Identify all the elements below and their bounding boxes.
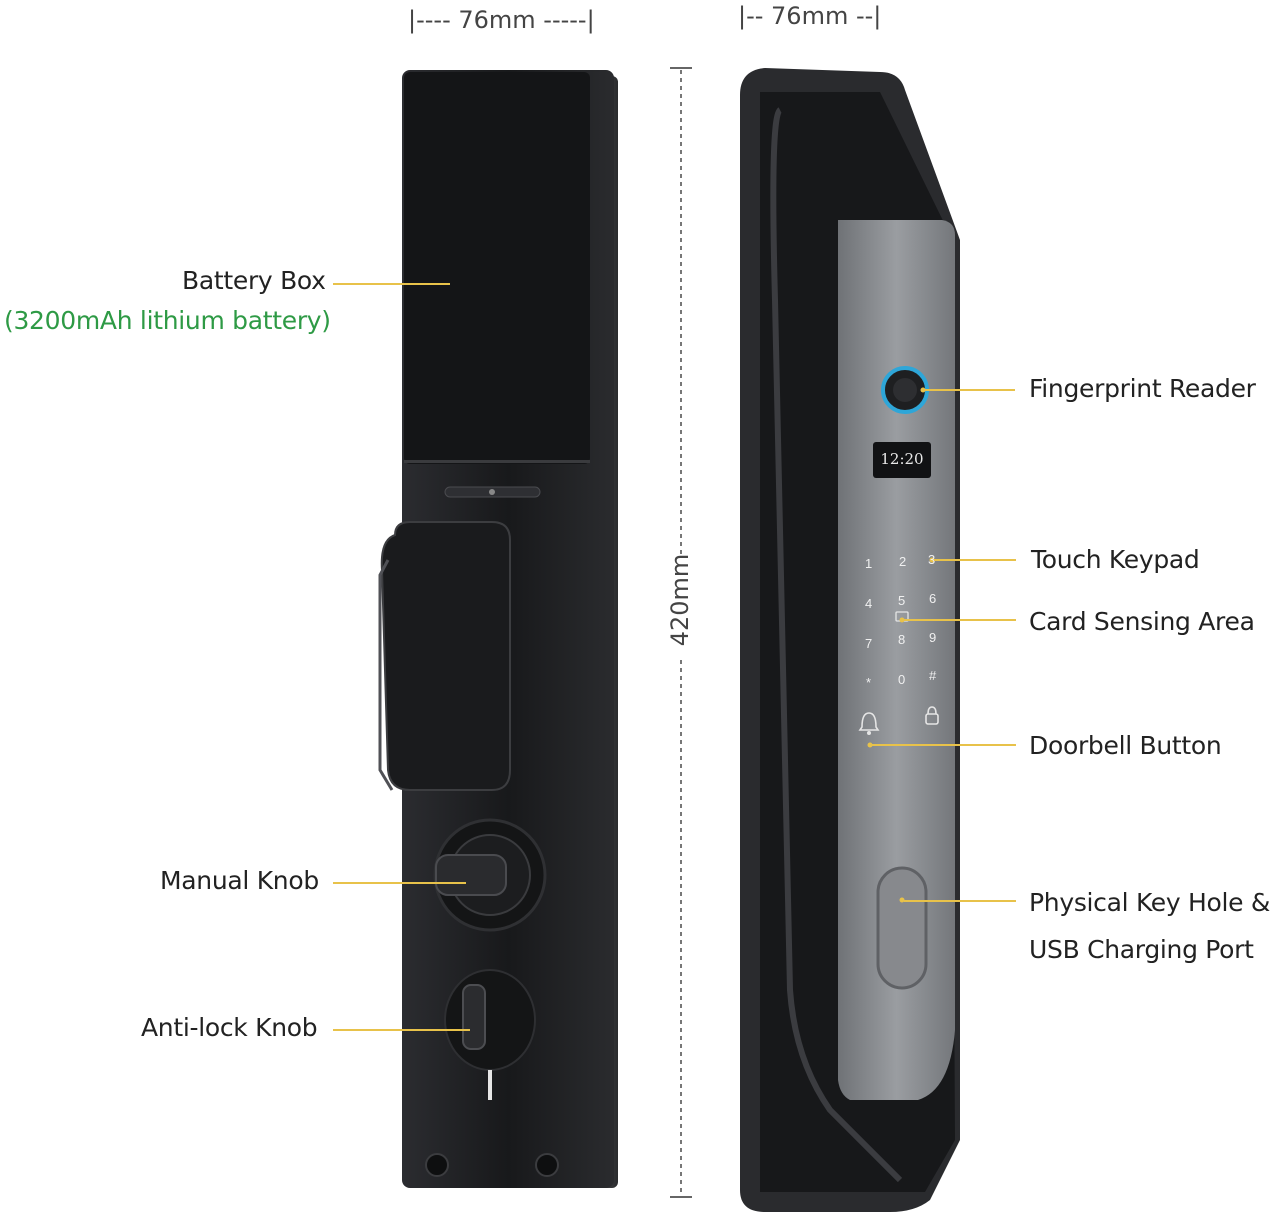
back-width-dimension: |---- 76mm -----| [408,6,595,34]
doorbell-leader [872,744,1016,746]
keypad-panel [838,220,955,1100]
key-5[interactable]: 5 [898,593,906,608]
touch-keypad: 1 2 3 4 5 6 7 8 9 * 0 # [855,548,951,698]
height-dimension-line [670,67,692,1198]
key-hole-label-line1: Physical Key Hole & [1029,888,1271,917]
key-1[interactable]: 1 [865,556,873,571]
key-2[interactable]: 2 [899,554,907,569]
key-hole-leader [904,900,1016,902]
anti-lock-knob-leader [333,1029,470,1031]
card-sensing-leader [904,619,1016,621]
anti-lock-knob [462,984,486,1050]
key-hole-cover [876,866,928,990]
anti-lock-knob-base [444,969,536,1071]
lock-icon [925,706,939,725]
key-8[interactable]: 8 [898,632,906,647]
key-7[interactable]: 7 [865,636,873,651]
anti-lock-knob-label: Anti-lock Knob [141,1013,318,1042]
fingerprint-reader-leader [925,389,1015,391]
key-0[interactable]: 0 [898,672,906,687]
key-star[interactable]: * [866,675,872,690]
doorbell-label: Doorbell Button [1029,731,1222,760]
key-hash[interactable]: # [929,668,937,683]
fingerprint-reader-label: Fingerprint Reader [1029,374,1256,403]
key-3[interactable]: 3 [928,552,936,567]
manual-knob-leader [333,882,466,884]
front-panel [740,68,960,1212]
battery-box-label: Battery Box [182,266,326,295]
display-time: 12:20 [880,450,924,468]
manual-knob [435,854,507,896]
back-panel [378,70,618,1188]
front-width-dimension: |-- 76mm --| [738,2,882,30]
battery-box-cover [404,72,590,464]
lever-handle [380,521,511,791]
manual-knob-label: Manual Knob [160,866,319,895]
card-sensing-label: Card Sensing Area [1029,607,1255,636]
key-hole-label-line2: USB Charging Port [1029,935,1254,964]
display-screen [873,442,931,478]
leader-dots [867,387,935,903]
key-6[interactable]: 6 [929,591,937,606]
touch-keypad-label: Touch Keypad [1031,545,1200,574]
touch-keypad-leader [934,559,1016,561]
battery-spec-label: (3200mAh lithium battery) [4,306,331,335]
key-4[interactable]: 4 [865,596,873,611]
bell-icon [858,712,880,735]
battery-box-leader [333,283,450,285]
key-9[interactable]: 9 [929,630,937,645]
